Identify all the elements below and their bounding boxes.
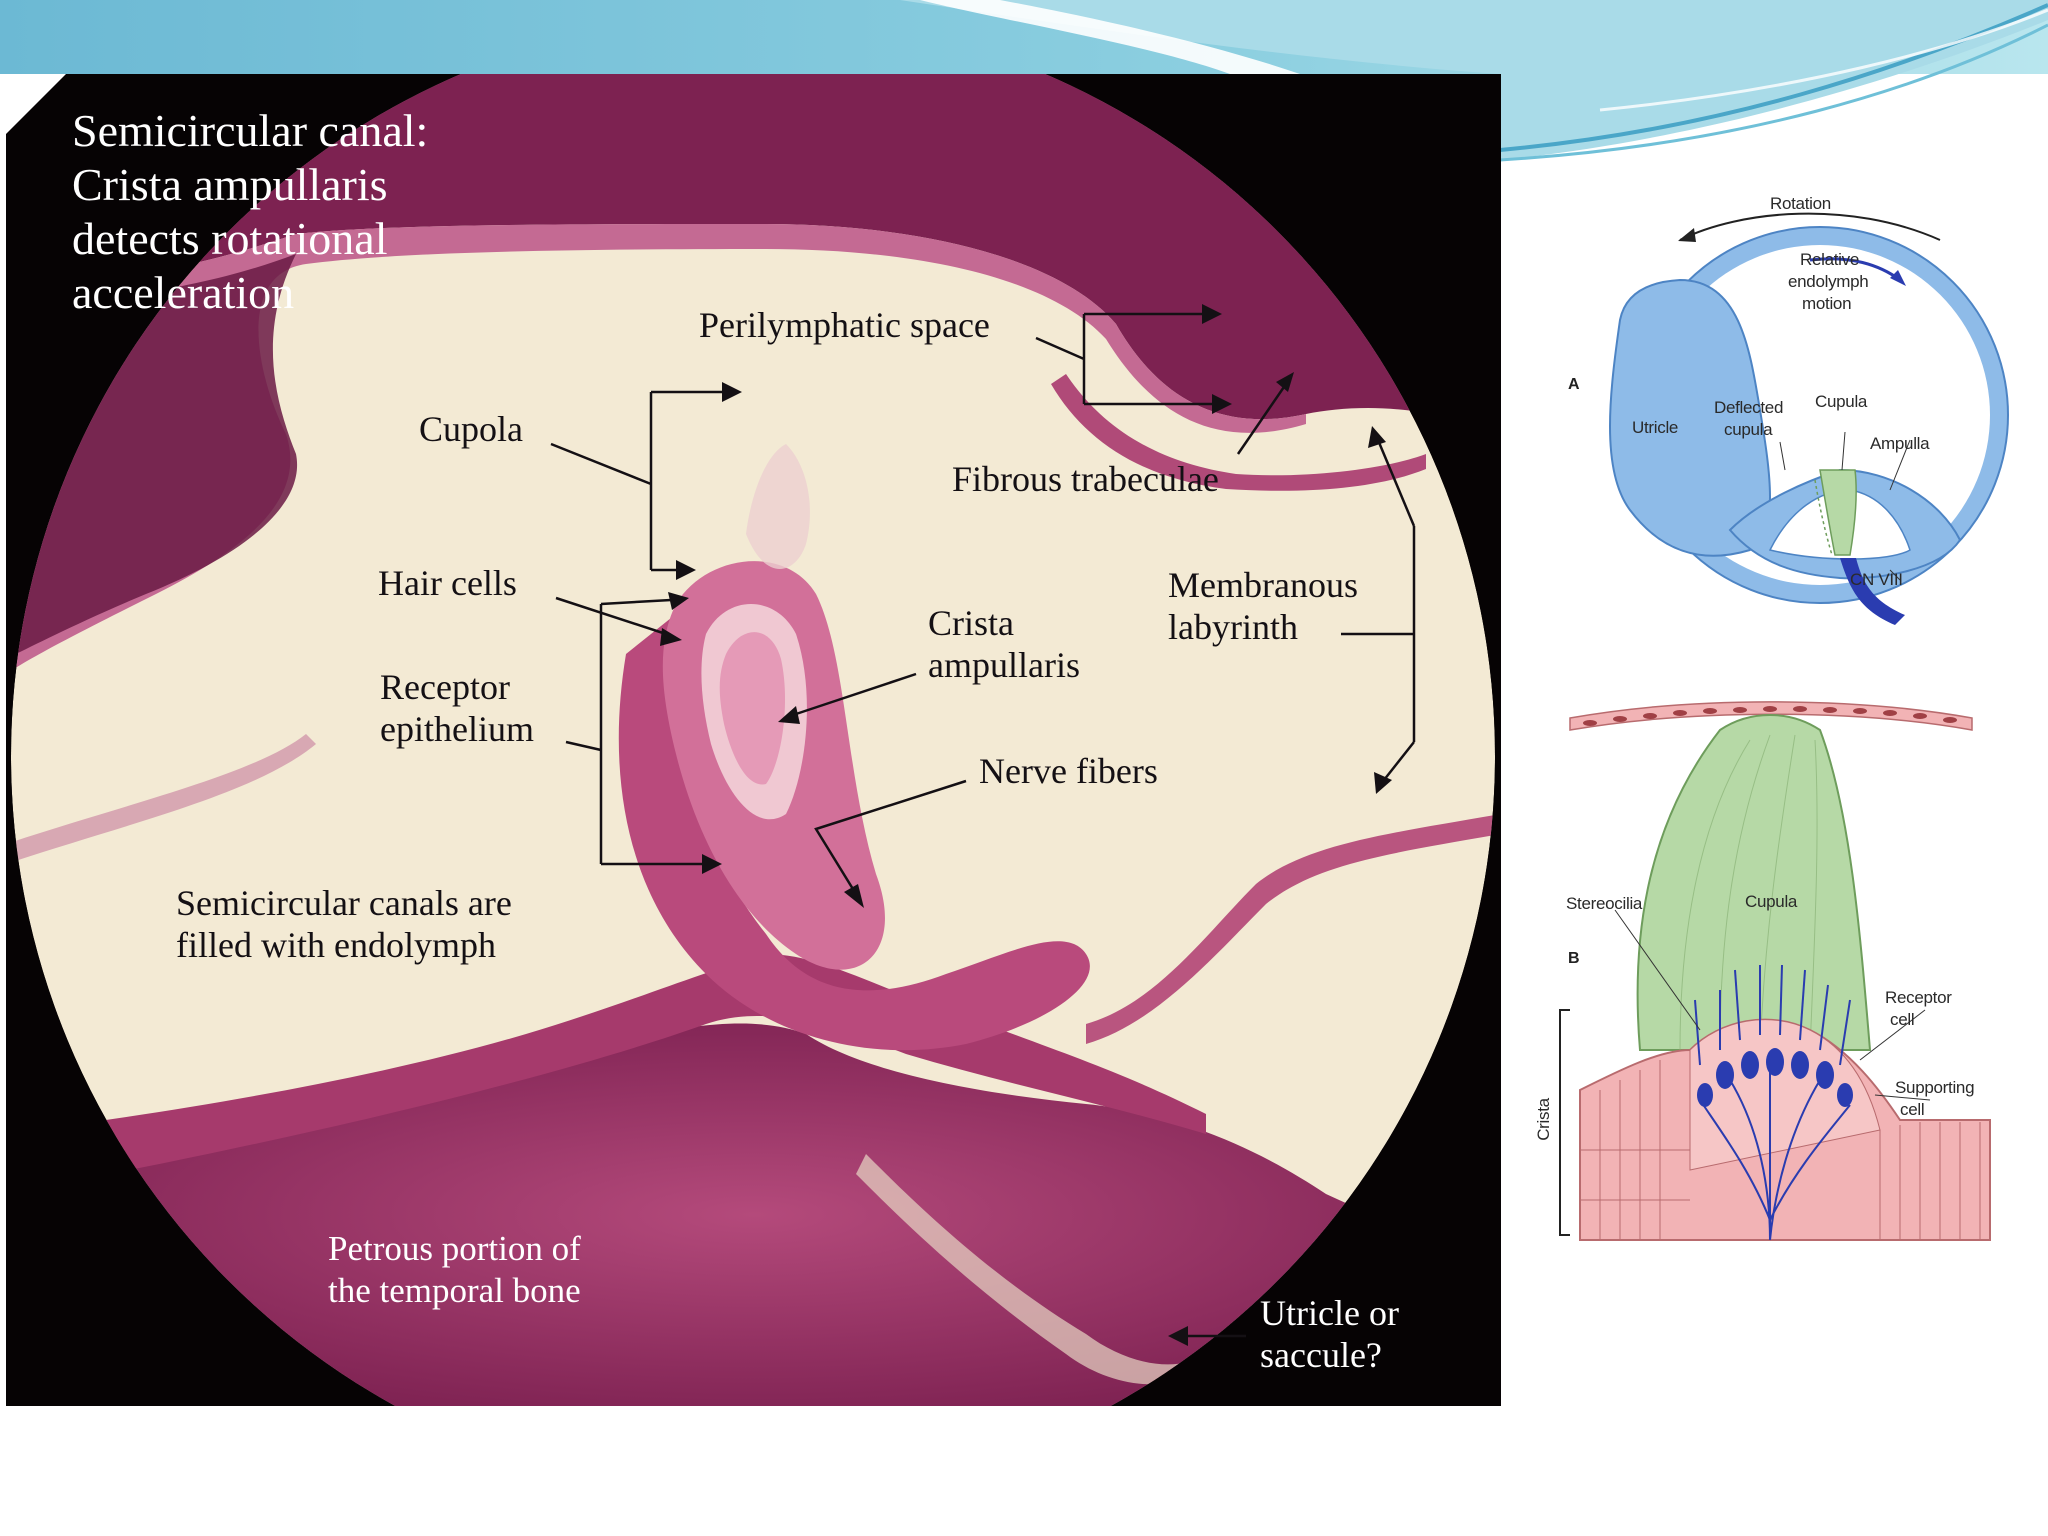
label-membranous-labyrinth-line-2: labyrinth (1168, 607, 1298, 647)
diagram-a-rotation: Rotation (1770, 194, 1831, 213)
diagram-a-letter: A (1568, 376, 1580, 393)
diagram-a-utricle: Utricle (1632, 418, 1679, 437)
semicircular-canal-schematic (1559, 212, 2009, 1241)
micrograph-image (6, 74, 1495, 1406)
diagram-b-letter: B (1568, 950, 1580, 967)
label-utricle-line-1: Utricle or (1260, 1293, 1399, 1333)
diagram-b-supporting-cell-2: cell (1900, 1100, 1925, 1119)
label-membranous-labyrinth-line-1: Membranous (1168, 565, 1358, 605)
diagram-b-receptor-cell-1: Receptor (1885, 988, 1952, 1007)
diagram-b-stereocilia: Stereocilia (1566, 894, 1643, 913)
label-endolymph-line-2: filled with endolymph (176, 925, 496, 965)
diagram-b-receptor-cell-2: cell (1890, 1010, 1915, 1029)
label-perilymphatic-space: Perilymphatic space (699, 305, 990, 345)
diagram-a-cupula: Cupula (1815, 392, 1868, 411)
label-utricle-line-2: saccule? (1260, 1335, 1382, 1375)
micrograph-title-line-1: Semicircular canal: (72, 105, 429, 156)
label-endolymph-line-1: Semicircular canals are (176, 883, 512, 923)
diagram-a-relative-motion-2: endolymph (1788, 272, 1869, 291)
micrograph-title-line-3: detects rotational (72, 213, 388, 264)
diagram-b-crista: Crista (1533, 1098, 1553, 1141)
label-hair-cells: Hair cells (378, 563, 517, 603)
micrograph-panel: Semicircular canal: Crista ampullaris de… (6, 74, 1501, 1406)
diagram-b-supporting-cell-1: Supporting (1895, 1078, 1975, 1097)
label-petrous-line-2: the temporal bone (328, 1271, 581, 1310)
diagram-a-relative-motion-3: motion (1802, 294, 1852, 313)
label-cupola: Cupola (419, 409, 523, 449)
micrograph-title-line-2: Crista ampullaris (72, 159, 388, 210)
diagram-b-cupula: Cupula (1745, 892, 1798, 911)
label-receptor-epithelium-line-1: Receptor (380, 667, 510, 707)
diagram-a-nerve: CN VIII (1850, 570, 1903, 589)
schematic-diagram-panel: A Rotation Relative endolymph motion Utr… (1520, 170, 2020, 1270)
diagram-a-deflected-cupula-1: Deflected (1714, 398, 1784, 417)
label-crista-ampullaris-line-1: Crista (928, 603, 1014, 643)
label-petrous-line-1: Petrous portion of (328, 1229, 581, 1268)
slide-header-banner (0, 0, 2048, 162)
label-fibrous-trabeculae: Fibrous trabeculae (952, 459, 1219, 499)
diagram-a-ampulla: Ampulla (1870, 434, 1930, 453)
micrograph-title-line-4: acceleration (72, 267, 295, 318)
label-nerve-fibers: Nerve fibers (979, 751, 1158, 791)
diagram-a-deflected-cupula-2: cupula (1724, 420, 1773, 439)
label-receptor-epithelium-line-2: epithelium (380, 709, 534, 749)
diagram-a-relative-motion-1: Relative (1800, 250, 1860, 269)
label-crista-ampullaris-line-2: ampullaris (928, 645, 1080, 685)
